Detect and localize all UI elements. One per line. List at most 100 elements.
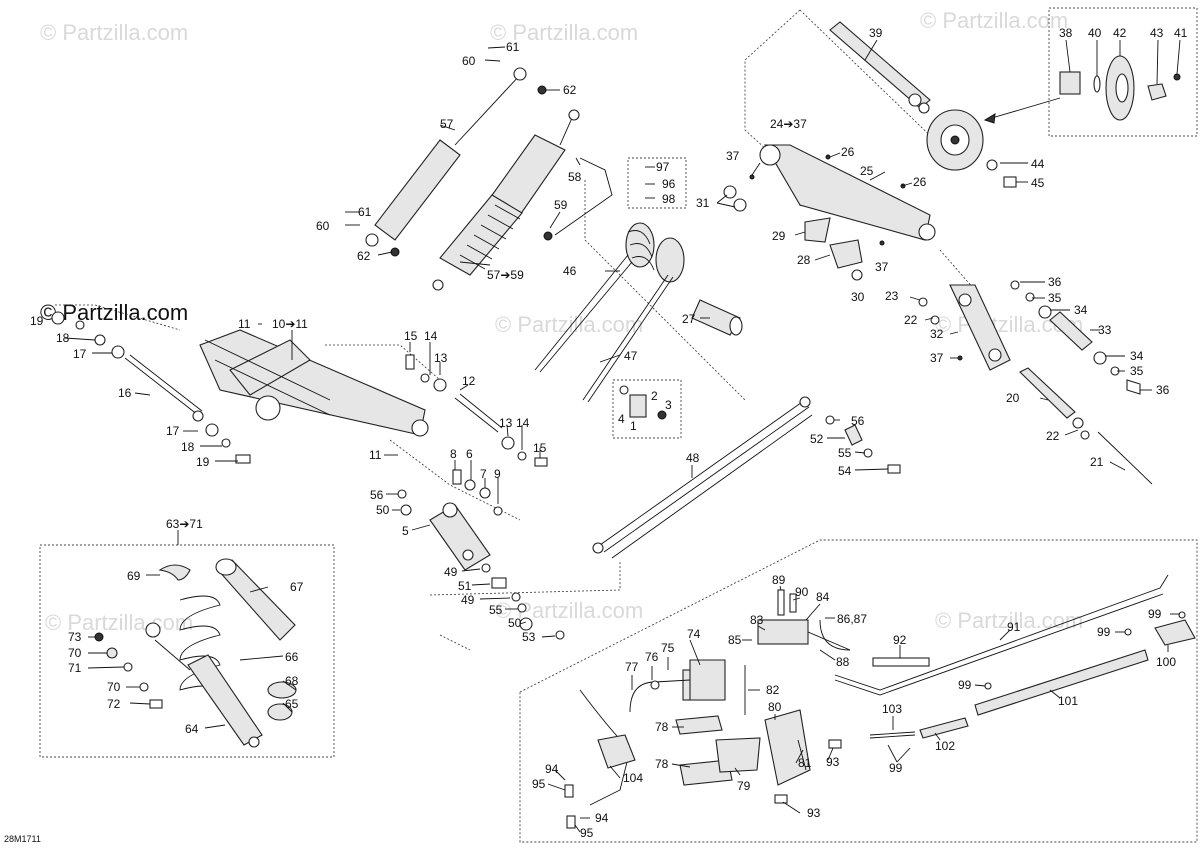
- part-label: 61: [358, 205, 372, 219]
- part-label: 74: [687, 627, 701, 641]
- part-label: 95: [580, 826, 594, 840]
- part-label: 96: [662, 177, 676, 191]
- part-label: 36: [1048, 275, 1062, 289]
- part-label: 49: [461, 593, 475, 607]
- part-label: 70: [68, 646, 82, 660]
- part-label: 93: [807, 806, 821, 820]
- part-label: 5: [402, 524, 409, 538]
- part-label: 69: [127, 569, 141, 583]
- part-label: 48: [686, 451, 700, 465]
- box-63-71: [39, 544, 335, 758]
- part-label: 73: [68, 630, 82, 644]
- part-label: 6: [466, 447, 473, 461]
- part-label: 45: [1031, 176, 1045, 190]
- part-label: 36: [1156, 383, 1170, 397]
- part-label: 99: [1148, 607, 1162, 621]
- leader-lines: [64, 39, 1181, 833]
- part-label: 26: [841, 145, 855, 159]
- torsion-spring: [534, 222, 743, 403]
- part-label: 89: [772, 573, 786, 587]
- watermark-large: © Partzilla.com: [40, 300, 189, 325]
- part-label: 60: [462, 54, 476, 68]
- part-label: 60: [316, 219, 330, 233]
- part-label: 26: [913, 175, 927, 189]
- axle-39: [829, 21, 931, 114]
- part-label: 18: [181, 440, 195, 454]
- part-label: 28: [797, 253, 811, 267]
- part-label: 90: [795, 585, 809, 599]
- part-label: 80: [768, 700, 782, 714]
- part-label: 3: [665, 398, 672, 412]
- part-label: 50: [508, 616, 522, 630]
- part-label: 35: [1130, 364, 1144, 378]
- cross-rod-48: [592, 396, 901, 559]
- part-label: 99: [1097, 625, 1111, 639]
- part-label: 85: [728, 633, 742, 647]
- part-label: 39: [869, 26, 883, 40]
- part-label: 79: [737, 779, 751, 793]
- part-label: 86,87: [837, 612, 867, 626]
- part-label: 37: [930, 351, 944, 365]
- idler-wheel: [926, 55, 1181, 188]
- part-label: 16: [118, 386, 132, 400]
- part-label: 98: [662, 192, 676, 206]
- part-label: 104: [623, 771, 643, 785]
- part-label: 83: [750, 613, 764, 627]
- part-label: 58: [568, 170, 582, 184]
- part-label: 84: [816, 590, 830, 604]
- part-label: 47: [624, 349, 638, 363]
- part-label: 103: [882, 702, 902, 716]
- part-label: 78: [655, 757, 669, 771]
- part-label: 33: [1098, 323, 1112, 337]
- part-label: 55: [489, 603, 503, 617]
- part-label: 13: [434, 351, 448, 365]
- part-label: 97: [656, 160, 670, 174]
- part-label: 61: [506, 40, 520, 54]
- part-label: 56: [851, 414, 865, 428]
- part-label: 100: [1156, 655, 1176, 669]
- part-label: 41: [1174, 26, 1188, 40]
- part-label: 51: [458, 579, 472, 593]
- frame-dashed-outline: [55, 9, 976, 651]
- part-label: 22: [1046, 429, 1060, 443]
- part-label: 4: [618, 412, 625, 426]
- part-label: 62: [563, 83, 577, 97]
- part-label: 38: [1059, 26, 1073, 40]
- part-label: 37: [875, 260, 889, 274]
- part-label: 40: [1088, 26, 1102, 40]
- part-label: 95: [532, 777, 546, 791]
- part-label: 10➔11: [272, 317, 308, 331]
- part-label: 76: [645, 650, 659, 664]
- part-label: 9: [494, 467, 501, 481]
- part-label: 46: [563, 264, 577, 278]
- part-label: 99: [958, 678, 972, 692]
- part-label: 29: [772, 229, 786, 243]
- part-label: 15: [404, 329, 418, 343]
- part-label: 19: [30, 314, 44, 328]
- part-label: 82: [766, 683, 780, 697]
- part-label: 44: [1031, 157, 1045, 171]
- part-label: 70: [107, 680, 121, 694]
- part-label: 94: [545, 762, 559, 776]
- part-label: 65: [285, 697, 299, 711]
- shock-57-59: [432, 109, 613, 291]
- part-label: 77: [625, 660, 639, 674]
- part-label: 7: [480, 467, 487, 481]
- part-label: 35: [1048, 291, 1062, 305]
- part-label: 57: [440, 117, 454, 131]
- part-label: 92: [893, 633, 907, 647]
- part-label: 72: [107, 697, 121, 711]
- part-label: 62: [357, 249, 371, 263]
- part-label: 31: [696, 196, 710, 210]
- part-label: 57➔59: [487, 268, 524, 282]
- part-label: 15: [533, 441, 547, 455]
- part-label: 32: [930, 327, 944, 341]
- parts-1-4: [619, 385, 667, 420]
- part-label: 27: [682, 312, 696, 326]
- front-arm: [199, 329, 429, 437]
- part-label: 13: [499, 416, 513, 430]
- part-label: 11: [238, 317, 251, 331]
- part-label: 34: [1130, 349, 1144, 363]
- part-label: 101: [1058, 694, 1078, 708]
- part-label: 12: [462, 374, 476, 388]
